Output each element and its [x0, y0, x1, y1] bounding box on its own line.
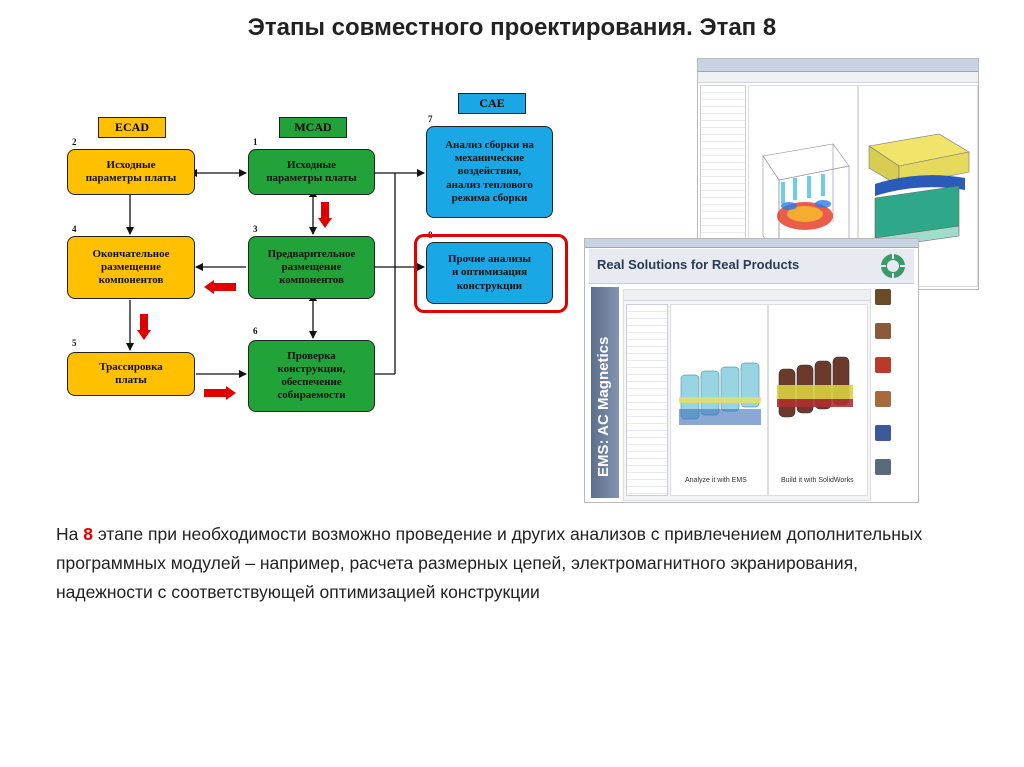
stage-number-highlight: 8: [83, 524, 93, 544]
node-number-3: 3: [253, 224, 258, 234]
node-label: Окончательное размещение компонентов: [92, 247, 170, 287]
node-1-initial-board-params: Исходные параметры платы: [248, 149, 375, 195]
red-arrow-down-icon: [137, 314, 151, 340]
node-label: Прочие анализы и оптимизация конструкции: [447, 253, 531, 292]
feature-tree: [626, 304, 668, 496]
header-ecad: ECAD: [98, 117, 166, 138]
red-arrow-down-icon: [318, 202, 332, 228]
vertical-product-band: EMS: AC Magnetics: [591, 287, 619, 498]
node-label: Предварительное размещение компонентов: [267, 247, 356, 287]
banner-title: Real Solutions for Real Products: [597, 257, 800, 272]
node-number-4: 4: [72, 224, 77, 234]
side-item: [875, 323, 915, 351]
node-5-routing: Трассировка платы: [67, 352, 195, 396]
viewport-right: Build it with SolidWorks: [768, 304, 868, 496]
caption-analyze: Analyze it with EMS: [685, 477, 747, 484]
description-pre: На: [56, 524, 84, 544]
side-item: [875, 459, 915, 487]
node-4-final-placement: Окончательное размещение компонентов: [67, 236, 195, 299]
header-cae: CAE: [458, 93, 526, 114]
red-arrow-right-icon: [204, 386, 236, 400]
solid-model-image: [777, 356, 853, 418]
vertical-product-title: EMS: AC Magnetics: [595, 336, 612, 477]
description-post: этапе при необходимости возможно проведе…: [56, 524, 923, 602]
node-3-preliminary-placement: Предварительное размещение компонентов: [248, 236, 375, 299]
magnetic-analysis-image: [679, 362, 761, 425]
diagram-connectors: [126, 169, 425, 378]
window-title-bar: [698, 59, 978, 72]
assembly-model-image: [868, 133, 970, 249]
ems-app-window: Analyze it with EMS Build it with SolidW…: [623, 289, 871, 501]
node-label: Исходные параметры платы: [85, 158, 177, 184]
toolbar: [624, 290, 870, 301]
node-number-2: 2: [72, 137, 77, 147]
viewport-left: Analyze it with EMS: [670, 304, 768, 496]
product-banner: Real Solutions for Real Products: [589, 249, 914, 284]
node-number-6: 6: [253, 326, 258, 336]
window-title-bar: [585, 239, 918, 248]
node-6-design-check: Проверка конструкции, обеспечение собира…: [248, 340, 375, 412]
node-label: Анализ сборки на механические воздействи…: [445, 139, 534, 204]
page-title: Этапы совместного проектирования. Этап 8: [247, 14, 777, 41]
node-number-7: 7: [428, 114, 433, 124]
node-number-1: 1: [253, 137, 258, 147]
ems-ac-magnetics-screenshot: Real Solutions for Real Products EMS: AC…: [584, 238, 919, 503]
node-8-other-analyses: Прочие анализы и оптимизация конструкции: [426, 242, 553, 304]
node-label: Трассировка платы: [99, 360, 163, 386]
caption-build: Build it with SolidWorks: [781, 477, 854, 484]
node-2-initial-board-params: Исходные параметры платы: [67, 149, 195, 195]
description-text: На 8 этапе при необходимости возможно пр…: [56, 520, 936, 607]
red-arrow-left-icon: [204, 280, 236, 294]
node-number-5: 5: [72, 338, 77, 348]
gear-logo-icon: [881, 254, 905, 278]
node-7-assembly-analysis: Анализ сборки на механические воздействи…: [426, 126, 553, 218]
node-label: Исходные параметры платы: [266, 158, 357, 184]
side-item: [875, 391, 915, 419]
node-label: Проверка конструкции, обеспечение собира…: [277, 349, 346, 402]
side-item: [875, 425, 915, 453]
stage-8-highlight-frame: [414, 234, 568, 313]
toolbar: [698, 72, 978, 83]
side-item: [875, 357, 915, 385]
side-item: [875, 289, 915, 317]
header-mcad: MCAD: [279, 117, 347, 138]
